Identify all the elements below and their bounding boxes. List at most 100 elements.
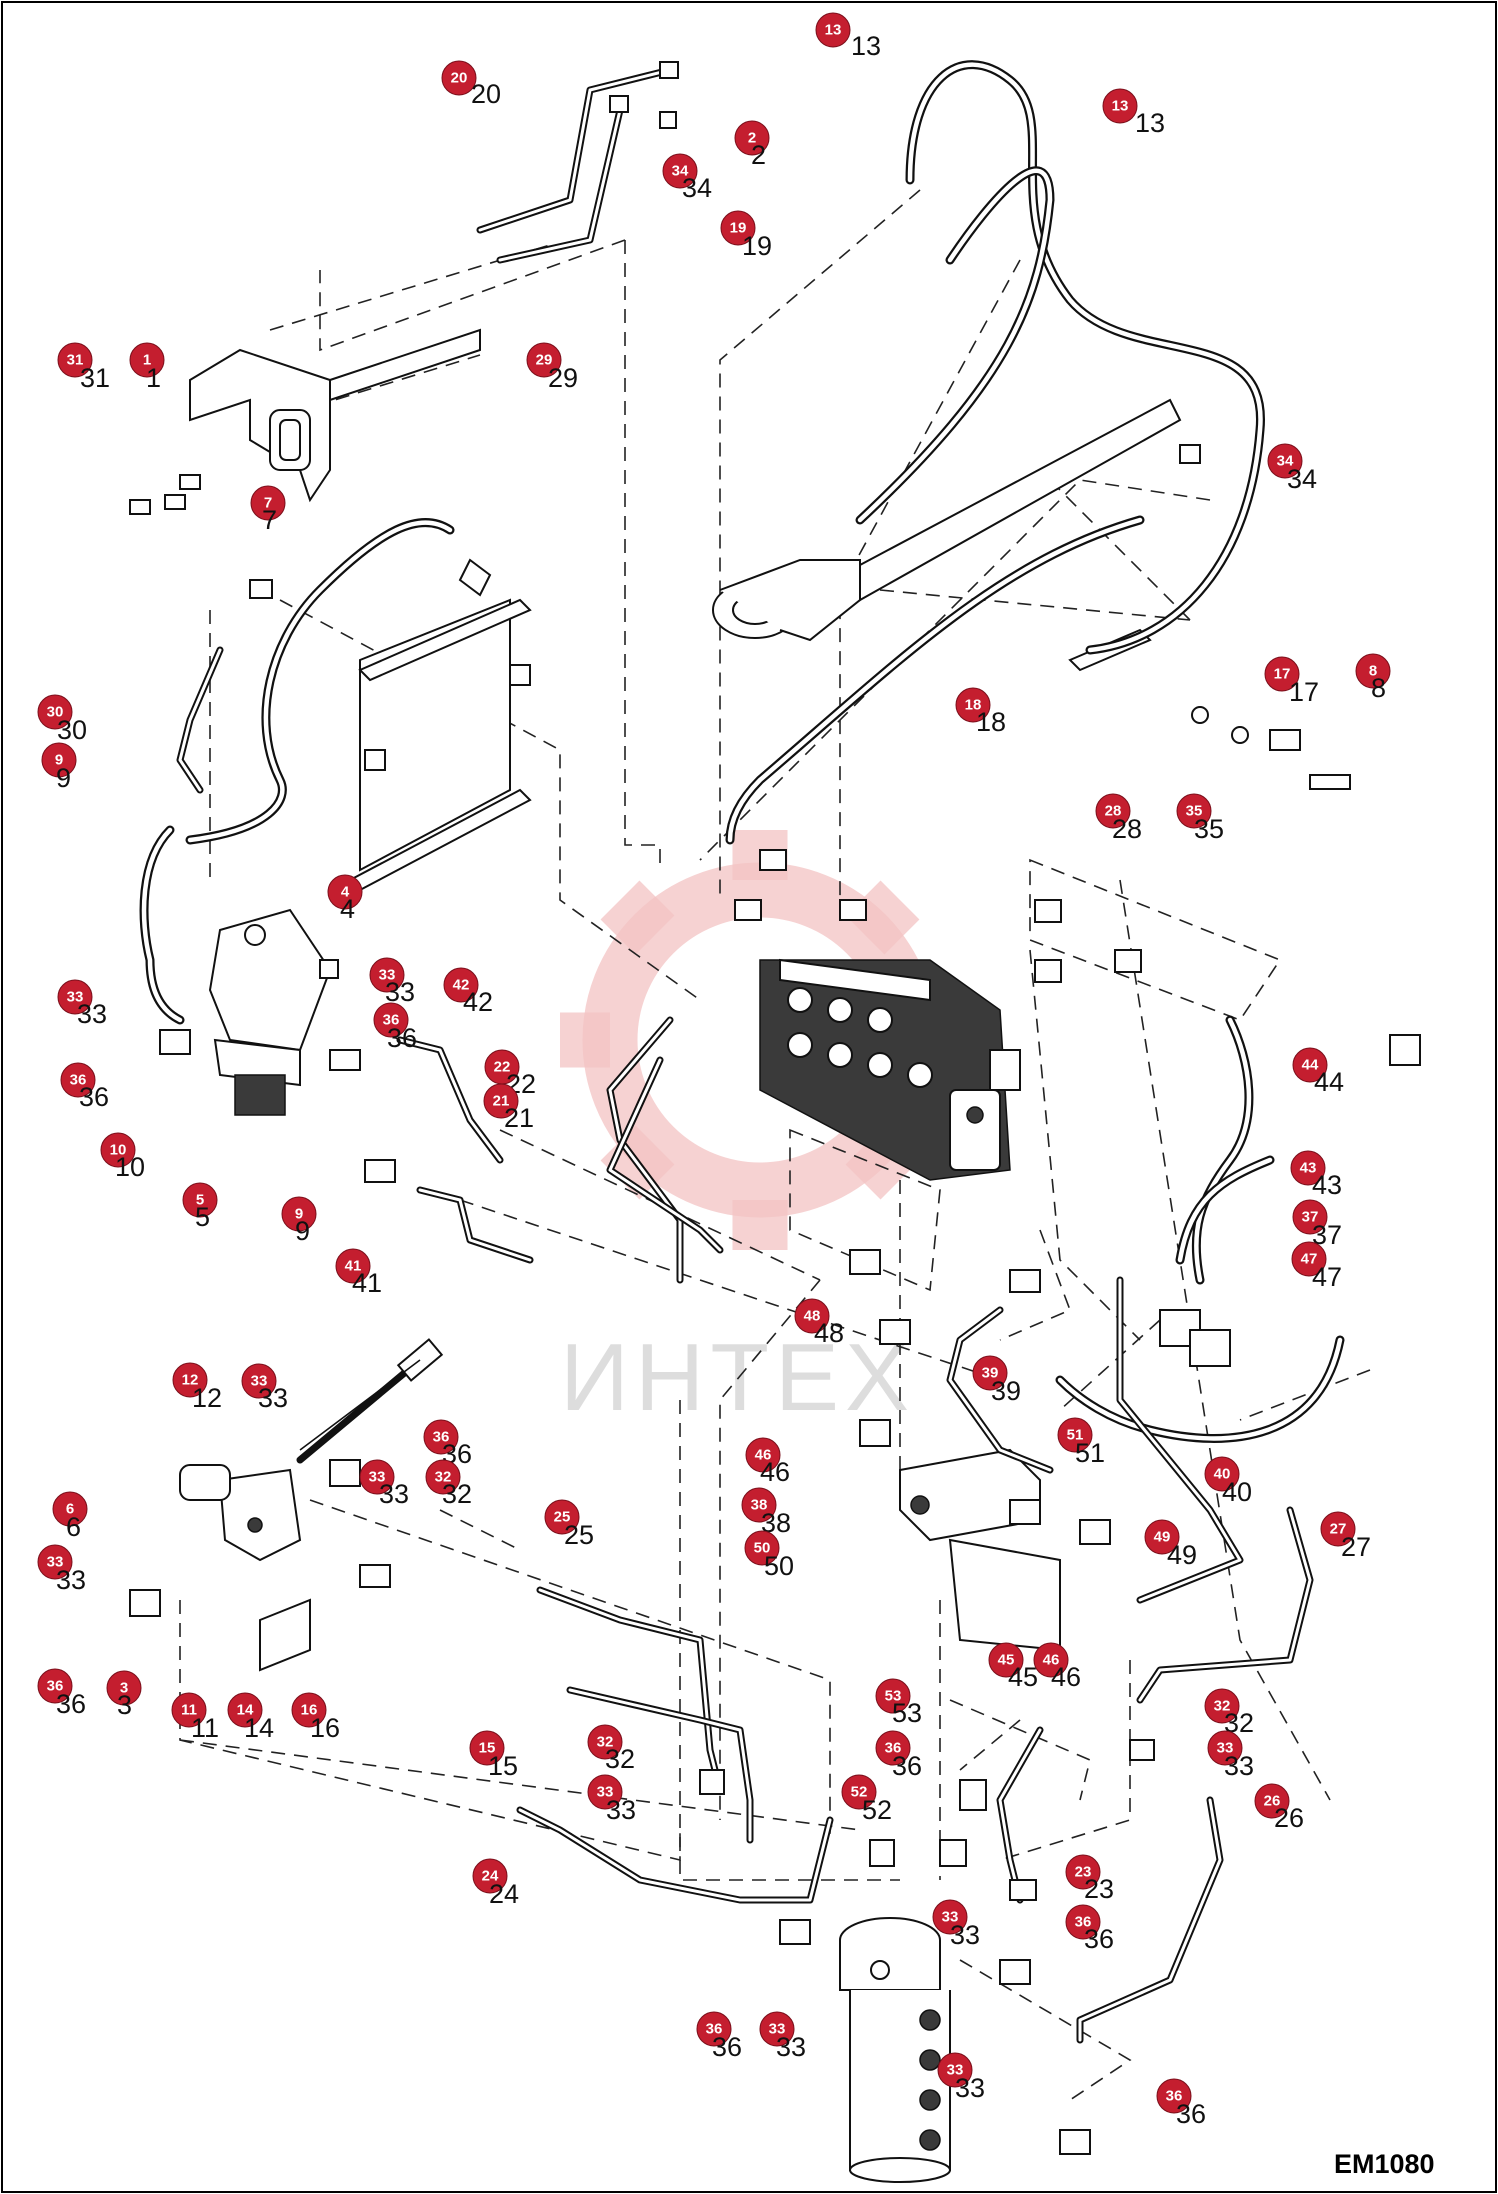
- callout-label-number: 46: [1051, 1662, 1081, 1692]
- part-callout-13: 13 13: [816, 13, 881, 61]
- callout-label-number: 19: [742, 231, 772, 261]
- part-callout-14: 1414: [228, 1693, 274, 1743]
- part-callout-8: 88: [1356, 654, 1390, 703]
- part-callout-52: 5252: [842, 1775, 892, 1825]
- callout-label-number: 10: [115, 1152, 145, 1182]
- part-callout-36: 3636: [38, 1669, 86, 1719]
- callout-label-number: 35: [1194, 814, 1224, 844]
- callout-label-number: 36: [387, 1023, 417, 1053]
- callout-label-number: 1: [146, 363, 161, 393]
- part-callout-27: 2727: [1321, 1512, 1371, 1562]
- swivel-joint: [840, 1918, 950, 2182]
- callout-badge-number: 13: [825, 22, 842, 39]
- part-callout-3: 33: [107, 1671, 141, 1720]
- part-callout-9: 99: [282, 1197, 316, 1246]
- part-callout-33: 3333: [588, 1775, 636, 1825]
- part-callout-36: 3636: [876, 1731, 922, 1781]
- part-callout-29: 2929: [527, 343, 578, 393]
- part-callout-33: 3333: [360, 1460, 409, 1509]
- part-callout-1: 11: [130, 343, 164, 393]
- part-callout-33: 3333: [58, 980, 107, 1029]
- control-valve: [760, 960, 1020, 1180]
- callout-label-number: 34: [1287, 464, 1317, 494]
- callout-label-number: 50: [764, 1551, 794, 1581]
- callout-label-number: 9: [295, 1216, 310, 1246]
- part-callout-25: 2525: [545, 1500, 594, 1550]
- callout-label-number: 33: [950, 1920, 980, 1950]
- part-callout-10: 1010: [101, 1133, 145, 1182]
- part-callout-20: 2020: [442, 61, 501, 109]
- callout-label-number: 36: [56, 1689, 86, 1719]
- part-callout-36: 3636: [1157, 2079, 1206, 2129]
- callout-label-number: 17: [1289, 677, 1319, 707]
- watermark-text: ИНТЕХ: [560, 1324, 915, 1431]
- part-callout-39: 3939: [973, 1356, 1021, 1406]
- part-callout-17: 1717: [1265, 657, 1319, 707]
- part-callout-9: 99: [42, 743, 76, 793]
- callout-label-number: 33: [379, 1479, 409, 1509]
- callout-label-number: 23: [1084, 1874, 1114, 1904]
- callout-label-number: 40: [1222, 1477, 1252, 1507]
- part-callout-4: 44: [328, 875, 362, 924]
- hydraulic-lines: [144, 65, 1340, 2040]
- part-callout-24: 2424: [473, 1859, 519, 1909]
- part-callout-50: 5050: [745, 1531, 794, 1581]
- part-callout-30: 3030: [38, 695, 87, 745]
- callout-label-number: 36: [1084, 1924, 1114, 1954]
- callout-label-number: 18: [976, 707, 1006, 737]
- callout-label-number: 2: [751, 140, 766, 170]
- part-callout-46: 4646: [1034, 1643, 1081, 1692]
- part-callout-33: 3333: [242, 1364, 288, 1413]
- callout-label-number: 11: [191, 1713, 219, 1743]
- part-callout-44: 4444: [1293, 1048, 1344, 1097]
- callout-label-number: 36: [79, 1082, 109, 1112]
- part-callout-19: 1919: [721, 211, 772, 261]
- part-callout-5: 55: [183, 1183, 217, 1232]
- part-callout-33: 3333: [370, 958, 415, 1007]
- fittings: [130, 62, 1420, 2154]
- part-callout-53: 5353: [876, 1679, 922, 1728]
- part-callout-36: 3636: [1066, 1905, 1114, 1954]
- part-callout-33: 3333: [760, 2012, 806, 2062]
- callout-label-number: 48: [814, 1318, 844, 1348]
- callout-label-number: 33: [606, 1795, 636, 1825]
- callout-label-number: 33: [77, 999, 107, 1029]
- part-callout-16: 1616: [292, 1693, 340, 1743]
- callout-label-number: 49: [1167, 1540, 1197, 1570]
- callout-label-number: 36: [1176, 2099, 1206, 2129]
- callout-label-number: 12: [192, 1383, 222, 1413]
- callout-label-number: 32: [442, 1479, 472, 1509]
- hydraulic-cylinder: [713, 400, 1180, 670]
- callout-label-number: 24: [489, 1879, 519, 1909]
- part-callout-34: 3434: [1268, 444, 1317, 494]
- callout-label-number: 20: [471, 79, 501, 109]
- part-callout-32: 3232: [588, 1725, 635, 1774]
- callout-label-number: 6: [66, 1512, 81, 1542]
- part-callout-38: 3838: [742, 1488, 791, 1538]
- callout-label-number: 43: [1312, 1170, 1342, 1200]
- part-callout-45: 4545: [989, 1643, 1038, 1692]
- callout-badge-number: 13: [1112, 98, 1129, 115]
- callout-label-number: 29: [548, 363, 578, 393]
- part-callout-6: 66: [53, 1492, 87, 1542]
- callout-label-number: 13: [851, 31, 881, 61]
- callout-label-number: 34: [682, 173, 712, 203]
- callout-label-number: 52: [862, 1795, 892, 1825]
- part-callout-37: 3737: [1293, 1200, 1342, 1250]
- part-callout-7: 77: [251, 486, 285, 535]
- callout-label-number: 14: [244, 1713, 274, 1743]
- part-callout-34: 3434: [663, 154, 712, 203]
- callout-label-number: 36: [712, 2032, 742, 2062]
- oil-cooler: [350, 560, 530, 890]
- part-callout-51: 5151: [1058, 1418, 1105, 1468]
- part-callout-12: 1212: [173, 1363, 222, 1413]
- callout-label-number: 33: [258, 1383, 288, 1413]
- part-callout-13: 1313: [1103, 89, 1165, 138]
- part-callout-26: 2626: [1255, 1784, 1304, 1833]
- part-callout-15: 1515: [470, 1731, 518, 1781]
- callout-label-number: 46: [760, 1457, 790, 1487]
- part-callout-36: 3636: [374, 1003, 417, 1053]
- part-callout-35: 3535: [1177, 794, 1224, 844]
- callout-badge-number: 17: [1274, 666, 1291, 683]
